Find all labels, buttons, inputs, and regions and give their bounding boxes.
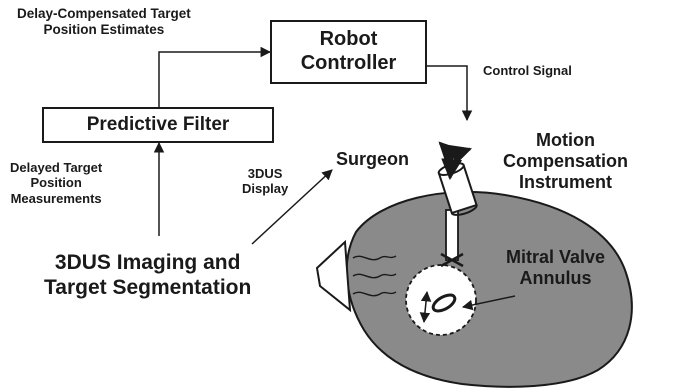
predictive-filter-label: Predictive Filter [86,113,230,135]
delay-compensated-label: Delay-Compensated Target Position Estima… [17,6,191,38]
robot-controller-line2: Controller [300,52,397,74]
delayed-measurements-line3: Measurements [10,190,102,206]
mitral-line2: Annulus [519,268,592,289]
instrument-shaft [445,209,459,261]
heart-tissue [345,190,633,388]
motion-compensation-line1: Motion [536,130,595,150]
actuation-arrow-down [441,154,463,181]
ultrasound-waves [352,255,397,297]
motion-compensation-label: Motion Compensation Instrument [503,130,628,194]
imaging-line2: Target Segmentation [44,275,252,299]
mitral-label: Mitral Valve Annulus [506,247,605,289]
delayed-measurements-line2: Position [30,175,82,191]
control-signal-connector [427,65,473,122]
display-connector [251,169,333,245]
instrument-tip [440,252,464,268]
ultrasound-probe [315,239,352,313]
surgeon-label: Surgeon [336,149,410,169]
motion-compensation-line2: Compensation [503,151,629,172]
delay-compensated-line1: Delay-Compensated Target [17,6,191,21]
control-signal-label: Control Signal [483,63,572,78]
actuation-arrow-up [438,141,461,164]
valve-ring [431,293,457,313]
display-3dus-line2: Display [242,181,289,197]
robot-controller-block: Robot Controller [270,20,427,84]
motion-compensation-line3: Instrument [519,172,613,193]
imaging-label: 3DUS Imaging and Target Segmentation [44,251,251,301]
annulus-pointer [461,295,516,311]
robot-controller-line1: Robot [319,28,378,51]
delayed-measurements-line1: Delayed Target [10,160,103,175]
estimate-connector [158,46,272,107]
annulus-region [405,264,477,336]
imaging-line1: 3DUS Imaging and [54,251,241,274]
valve-motion-arrow [419,290,432,324]
predictive-filter-block: Predictive Filter [42,107,274,143]
display-3dus-line1: 3DUS [247,166,283,181]
actuation-arrow-right [448,145,472,165]
display-3dus-label: 3DUS Display [242,166,288,197]
delayed-measurements-label: Delayed Target Position Measurements [10,160,102,206]
delay-compensated-line2: Position Estimates [43,21,165,37]
mitral-line1: Mitral Valve [506,247,606,267]
